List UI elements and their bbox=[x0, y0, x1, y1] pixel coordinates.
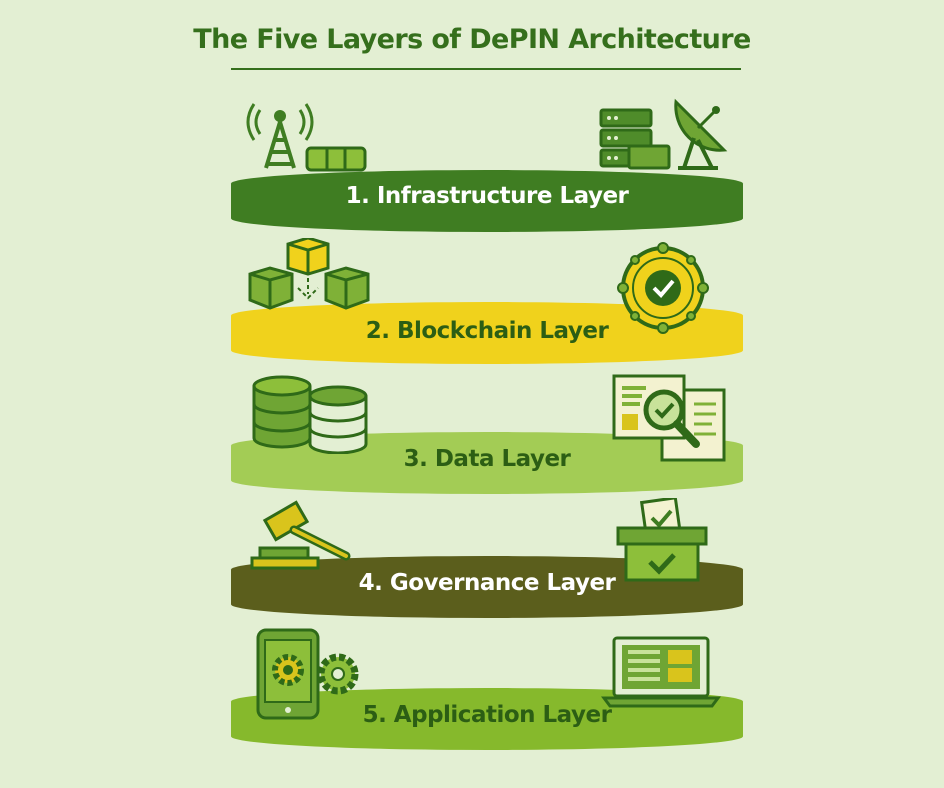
mobile-settings-icon bbox=[256, 628, 364, 722]
cell-tower-icon bbox=[246, 100, 314, 172]
verified-network-icon bbox=[611, 242, 715, 334]
ballot-box-icon bbox=[616, 498, 710, 584]
layer-label: 2. Blockchain Layer bbox=[365, 318, 609, 344]
page-title: The Five Layers of DePIN Architecture bbox=[193, 24, 751, 55]
laptop-dashboard-icon bbox=[600, 636, 722, 710]
layer-label: 1. Infrastructure Layer bbox=[345, 183, 629, 209]
layer-infrastructure: 1. Infrastructure Layer bbox=[0, 92, 944, 232]
data-inspection-icon bbox=[612, 374, 728, 466]
server-rack-icon bbox=[599, 106, 673, 172]
layer-label: 4. Governance Layer bbox=[358, 570, 616, 596]
battery-icon bbox=[305, 146, 367, 172]
database-icon bbox=[250, 374, 372, 454]
satellite-dish-icon bbox=[668, 98, 734, 172]
layer-application: 5. Application Layer bbox=[0, 622, 944, 752]
layer-label: 5. Application Layer bbox=[362, 702, 612, 728]
layer-blockchain: 2. Blockchain Layer bbox=[0, 222, 944, 364]
layer-label: 3. Data Layer bbox=[403, 446, 571, 472]
layer-band bbox=[231, 170, 743, 232]
gavel-icon bbox=[250, 496, 354, 572]
linked-blocks-icon bbox=[246, 238, 372, 318]
layer-governance: 4. Governance Layer bbox=[0, 490, 944, 620]
title-divider bbox=[231, 68, 741, 70]
layer-data: 3. Data Layer bbox=[0, 360, 944, 494]
